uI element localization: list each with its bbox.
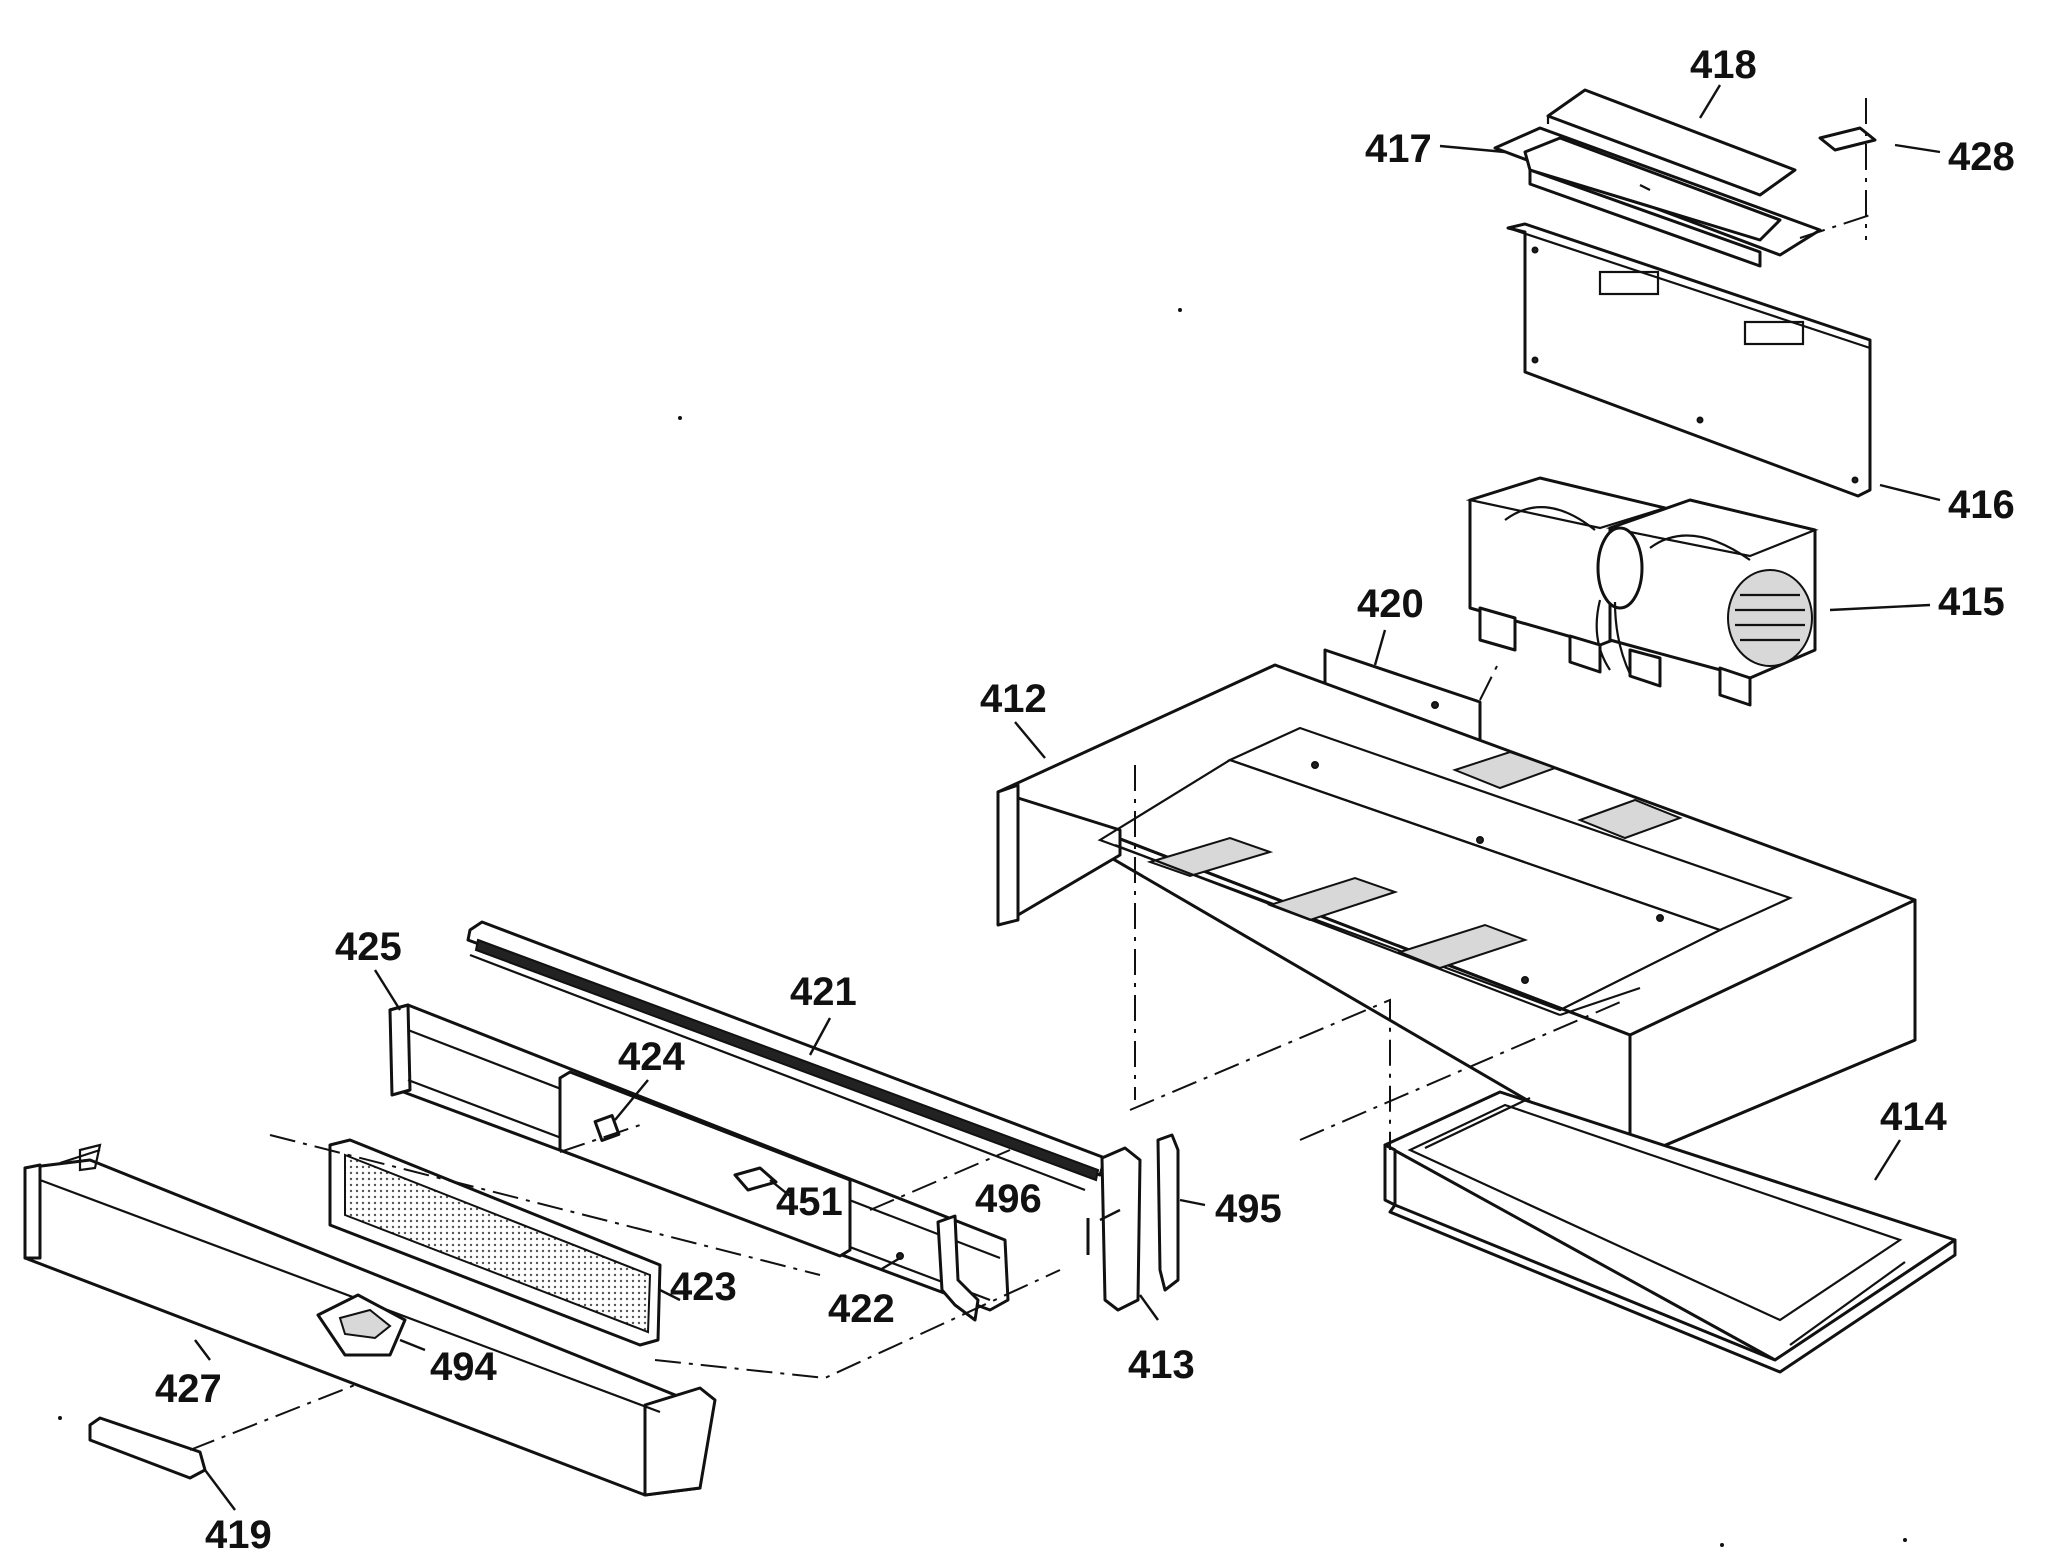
callout-414: 414 (1880, 1095, 1947, 1139)
part-417-duct-transition (1493, 126, 1822, 268)
part-415-blower-assembly (1465, 476, 1819, 707)
callout-495: 495 (1215, 1187, 1282, 1231)
scan-specks (58, 308, 1907, 1547)
callout-418: 418 (1690, 43, 1757, 87)
callout-425: 425 (335, 925, 402, 969)
part-418-top-cover (1546, 88, 1797, 197)
assembly-center-lines (189, 98, 1871, 1451)
callout-421: 421 (790, 970, 857, 1014)
leader-lines (194, 84, 1941, 1511)
part-424-bracket (558, 1070, 852, 1258)
part-414-bottom-tray (1383, 1090, 1957, 1374)
callout-496: 496 (975, 1177, 1042, 1221)
callout-412: 412 (980, 677, 1047, 721)
part-494-light-lens (316, 1293, 407, 1357)
part-423-grease-filter (328, 1138, 662, 1347)
part-428-clip (1818, 126, 1877, 152)
part-421-filter-channel (466, 920, 1107, 1192)
callout-416: 416 (1948, 483, 2015, 527)
part-495-side-bracket (1156, 1133, 1180, 1292)
callout-419: 419 (205, 1513, 272, 1557)
callout-422: 422 (828, 1287, 895, 1331)
callout-415: 415 (1938, 580, 2005, 624)
part-412-hood-housing (996, 663, 1917, 1162)
part-419-handle (88, 1416, 207, 1480)
callout-417: 417 (1365, 127, 1432, 171)
part-413-end-cap (1100, 1146, 1142, 1312)
callout-427: 427 (155, 1367, 222, 1411)
callout-494: 494 (430, 1345, 497, 1389)
callout-423: 423 (670, 1265, 737, 1309)
callout-451: 451 (776, 1180, 843, 1224)
part-416-back-panel (1506, 222, 1872, 498)
callout-424: 424 (618, 1035, 685, 1079)
part-451-switch (733, 1166, 778, 1192)
callout-413: 413 (1128, 1343, 1195, 1387)
callout-420: 420 (1357, 582, 1424, 626)
callout-428: 428 (1948, 135, 2015, 179)
callout-labels: 418 417 428 416 415 420 412 414 421 425 … (155, 43, 2015, 1557)
